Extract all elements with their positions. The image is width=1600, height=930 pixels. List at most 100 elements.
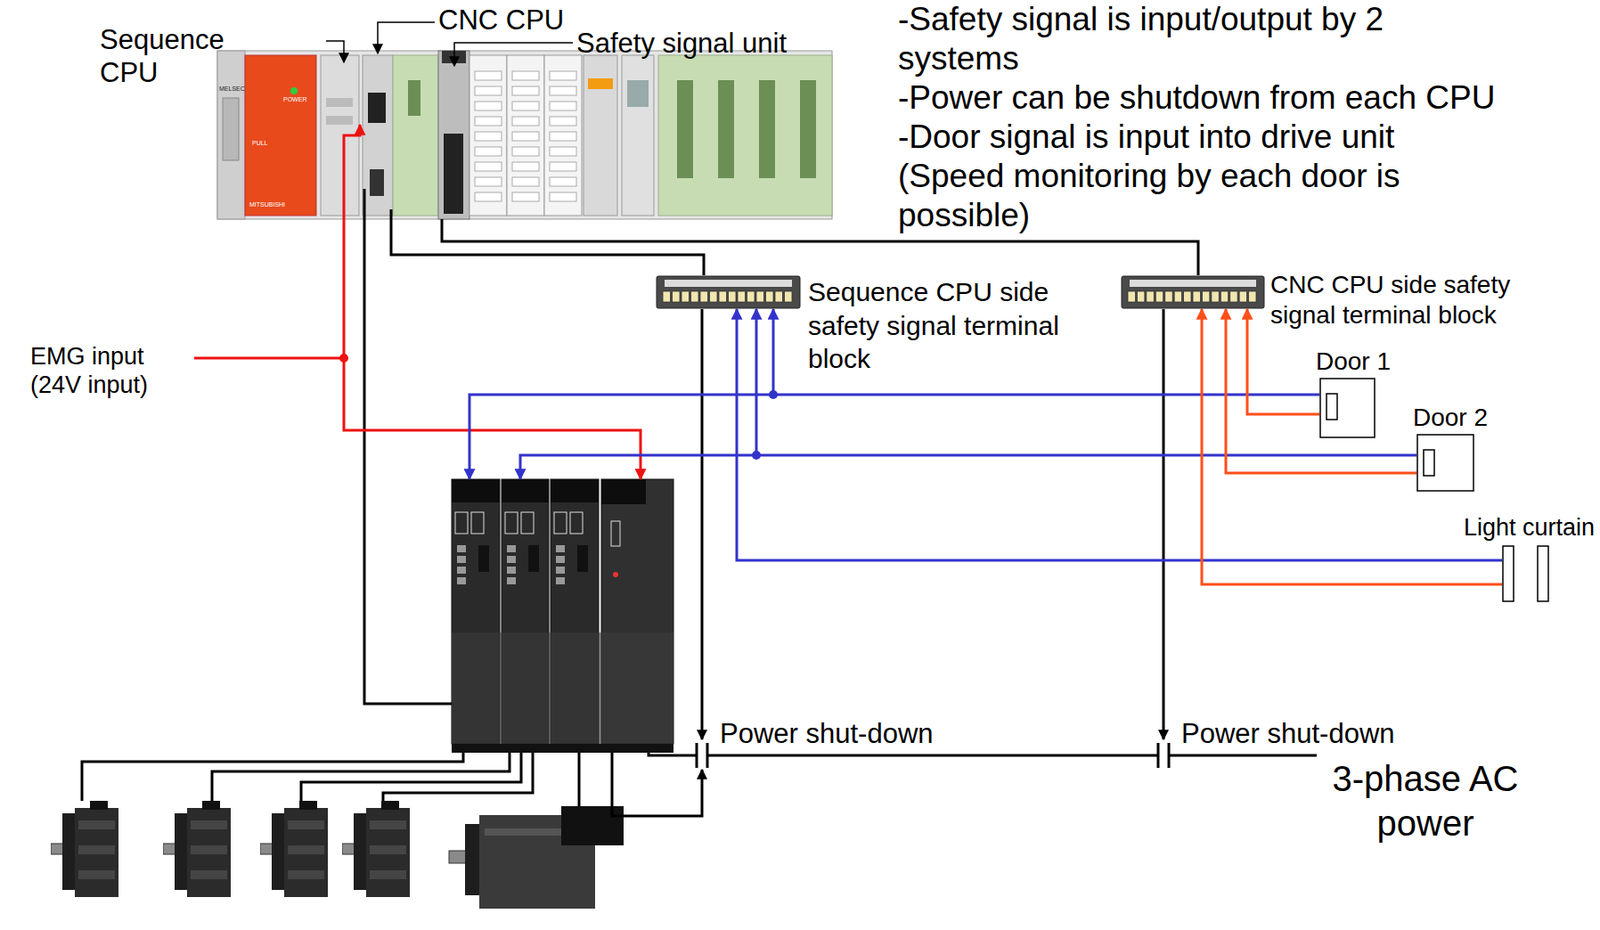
diagram-canvas (465, 824, 480, 896)
diagram-canvas (474, 192, 502, 202)
diagram-canvas (505, 512, 518, 534)
text-layer (1121, 276, 1265, 309)
diagram-canvas (451, 632, 674, 744)
terminal-block: Sequence CPU side safety signal terminal… (655, 275, 801, 310)
text-layer (1183, 291, 1192, 303)
diagram-canvas (695, 742, 699, 768)
text-layer (1320, 378, 1375, 438)
diagram-canvas (1167, 742, 1171, 768)
diagram-canvas (501, 479, 549, 503)
diagram-canvas (342, 800, 410, 898)
text-layer (1136, 291, 1144, 303)
light-curtain: Light curtain (1502, 545, 1551, 603)
terminal-block: CNC CPU side safety signal terminal bloc… (1120, 275, 1266, 310)
junction-dot (339, 353, 349, 363)
diagram-canvas (627, 80, 649, 107)
door-switch-picture (1319, 377, 1376, 439)
plc-rack (217, 50, 833, 220)
text-layer (1165, 291, 1173, 303)
diagram-canvas (570, 512, 583, 534)
text-layer (1326, 393, 1338, 420)
node-label: Door 2 (1412, 403, 1488, 433)
diagram-canvas (506, 555, 516, 564)
annotation: 3-phase AC power (1322, 756, 1528, 846)
text-layer (728, 291, 737, 303)
diagram-canvas (512, 116, 539, 126)
text-layer (747, 291, 756, 303)
diagram-canvas (448, 850, 467, 864)
wire (81, 188, 1317, 817)
diagram-canvas (549, 101, 577, 111)
diagram-canvas (326, 40, 344, 63)
diagram-canvas (1157, 742, 1160, 768)
text-layer (1127, 291, 1135, 303)
diagram-canvas (1168, 754, 1317, 758)
diagram-canvas (454, 42, 573, 66)
diagram-canvas (451, 479, 500, 503)
diagram-canvas (583, 55, 618, 216)
diagram-canvas (343, 124, 360, 359)
text-layer (1174, 291, 1182, 303)
text-layer (656, 276, 800, 309)
diagram-canvas (549, 131, 577, 141)
diagram-canvas (438, 50, 470, 220)
diagram-canvas (362, 55, 393, 216)
diagram-canvas (506, 566, 516, 574)
text-layer (710, 291, 719, 303)
diagram-canvas (554, 512, 567, 534)
text-layer (718, 291, 727, 303)
note-text: -Door signal is input into drive unit (S… (897, 117, 1504, 236)
diagram-canvas (194, 357, 344, 360)
annotation: PULL (252, 139, 269, 147)
node-label: Door 1 (1315, 347, 1391, 376)
spindle-motor (448, 806, 624, 909)
diagram-canvas (469, 394, 774, 480)
diagram-canvas (443, 133, 464, 214)
annotation: Sequence CPU (99, 23, 234, 90)
diagram-canvas (326, 97, 353, 107)
text-layer (1155, 291, 1163, 303)
annotation: MITSUBISHI (249, 201, 286, 209)
text-layer (1129, 279, 1257, 287)
junction-dot (751, 450, 761, 460)
door-switch: Door 2 (1416, 433, 1475, 492)
diagram-canvas (677, 80, 694, 179)
signal-wire (1201, 309, 1503, 585)
diagram-canvas (506, 545, 516, 553)
text-layer (1220, 291, 1228, 303)
note-text: -Safety signal is input/output by 2 syst… (897, 0, 1504, 79)
diagram-canvas (217, 50, 245, 220)
text-layer (766, 291, 775, 303)
diagram-canvas (555, 566, 565, 574)
diagram-canvas (506, 55, 545, 216)
diagram-canvas (611, 521, 621, 547)
text-layer (662, 291, 671, 303)
diagram-canvas (474, 177, 502, 187)
diagram-canvas (520, 455, 757, 480)
diagram-canvas (561, 806, 624, 846)
diagram-canvas (601, 479, 646, 505)
diagram-canvas (577, 545, 588, 572)
diagram-canvas (512, 192, 539, 202)
text-layer (1248, 291, 1257, 303)
text-layer (700, 291, 709, 303)
diagram-canvas (512, 146, 539, 156)
note-block: -Safety signal is input/output by 2 syst… (897, 0, 1504, 236)
diagram-canvas (648, 752, 697, 756)
node-label: Light curtain (1463, 514, 1595, 542)
diagram-canvas (50, 800, 119, 898)
diagram-canvas (474, 116, 502, 126)
diagram-canvas (550, 479, 599, 503)
diagram-canvas (364, 188, 452, 704)
diagram-canvas (549, 146, 577, 156)
text-layer (672, 291, 681, 303)
text-layer (1201, 291, 1209, 303)
text-layer (1417, 434, 1474, 491)
rack-detail (474, 71, 817, 202)
diagram-canvas (455, 512, 468, 534)
text-layer (1239, 291, 1247, 303)
diagram-canvas (451, 743, 674, 753)
diagram-canvas (718, 80, 735, 179)
diagram-canvas (521, 512, 534, 534)
